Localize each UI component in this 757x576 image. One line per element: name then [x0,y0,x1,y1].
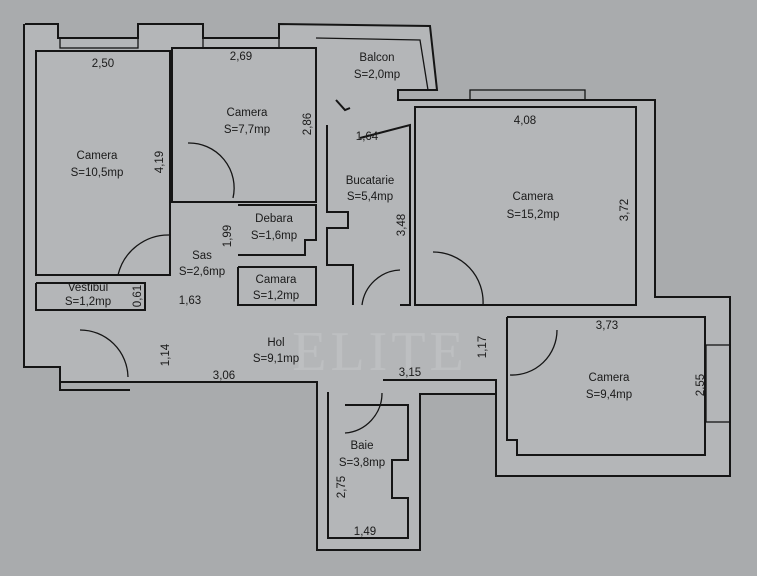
room-outlines [35,37,731,539]
watermark: ELITE [292,321,467,383]
room-name: Bucatarie [346,175,395,187]
dimension: 2,86 [302,113,314,135]
room-name: Vestibul [68,282,108,294]
dimension: 2,55 [695,374,707,396]
dimension: 1,17 [477,336,489,358]
dimension: 2,69 [230,51,252,63]
room-area: S=3,8mp [339,457,385,469]
room-area: S=10,5mp [71,167,124,179]
room-area: S=1,2mp [253,290,299,302]
room-name: Sas [192,250,212,262]
dimension: 4,08 [514,115,536,127]
dimension: 3,15 [399,367,421,379]
room-area: S=7,7mp [224,124,270,136]
room-area: S=9,4mp [586,389,632,401]
room-area: S=2,0mp [354,69,400,81]
room-name: Baie [350,440,373,452]
dimension: 2,50 [92,58,114,70]
dimension: 3,73 [596,320,618,332]
room-name: Camera [227,107,269,119]
room-labels: Camera S=10,5mp Camera S=7,7mp Balcon S=… [65,52,632,469]
dimension: 1,99 [222,225,234,247]
room-name: Camera [513,191,555,203]
room-area: S=15,2mp [507,209,560,221]
room-area: S=5,4mp [347,191,393,203]
dimension: 1,49 [354,526,376,538]
dimension: 1,14 [160,343,172,366]
dimension: 3,72 [619,199,631,221]
dimension: 1,63 [179,295,201,307]
room-name: Camera [589,372,631,384]
dimension-labels: 2,50 4,19 2,69 2,86 1,64 3,48 4,08 3,72 … [92,51,707,538]
room-name: Debara [255,213,293,225]
room-area: S=2,6mp [179,266,225,278]
dimension: 4,19 [154,151,166,173]
room-name: Hol [267,337,284,349]
dimension: 2,75 [336,476,348,498]
room-name: Balcon [359,52,394,64]
room-name: Camara [256,274,298,286]
dimension: 3,06 [213,370,235,382]
door-swings [79,142,558,434]
room-area: S=9,1mp [253,353,299,365]
dimension: 0,61 [132,285,144,307]
room-name: Camera [77,150,119,162]
room-area: S=1,6mp [251,230,297,242]
room-area: S=1,2mp [65,296,111,308]
walls [23,22,731,551]
dimension: 1,64 [356,131,379,143]
dimension: 3,48 [396,214,408,236]
